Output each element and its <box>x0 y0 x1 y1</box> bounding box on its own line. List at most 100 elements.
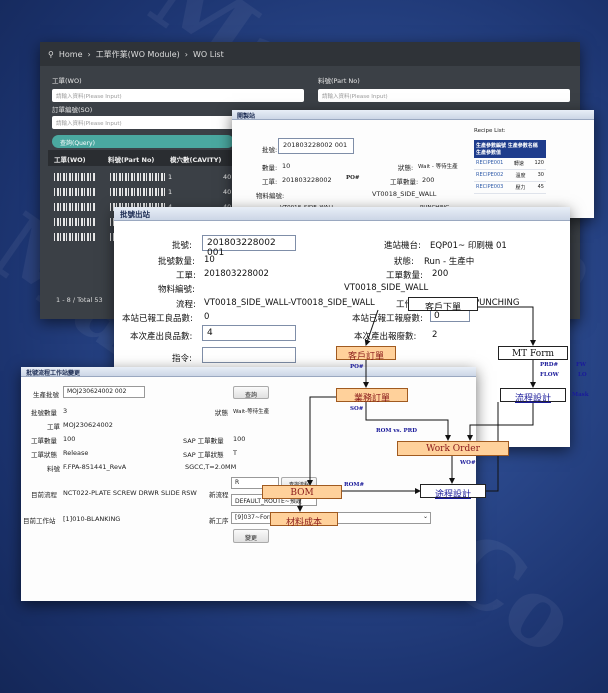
qty-value: 10 <box>282 162 291 170</box>
op-value: PUNCHING <box>474 298 520 308</box>
part-label: 料號 <box>47 465 60 473</box>
breadcrumb-module[interactable]: 工單作業(WO Module) <box>95 49 180 59</box>
wo-cell-barcode <box>54 203 96 211</box>
new-op-label: 新工序 <box>209 517 229 525</box>
instr-input[interactable] <box>202 347 296 363</box>
edge-label-prd: PRD# <box>540 362 559 368</box>
ng-now-value: 2 <box>432 330 438 340</box>
station-label: 進站機台: <box>384 241 421 251</box>
edge-label-rom-prd: ROM vs. PRD <box>376 428 417 434</box>
wo-label: 工單: <box>262 178 278 186</box>
edge-label-mask: Mask <box>572 392 589 398</box>
cavity-cell: 1 <box>168 173 173 181</box>
flow-change-window: 批號流程工作站變更 生產批號 MOJ230624002 002 查詢 批號數量 … <box>21 367 476 601</box>
status-value: Wait - 等待生產 <box>418 164 458 170</box>
sap-status-label: SAP 工單狀態 <box>183 451 224 459</box>
change-button[interactable]: 變更 <box>233 529 269 543</box>
lot-label: 生產批號 <box>33 391 59 399</box>
part-cell-barcode <box>110 188 166 196</box>
wo-label: 工單(WO) <box>52 77 82 85</box>
edge-label-po: PO# <box>350 364 364 370</box>
part-label: 物料編號: <box>158 285 195 295</box>
edge-label-lo: LO <box>578 372 587 378</box>
edge-label-so: SO# <box>350 406 364 412</box>
wo-cell-barcode <box>54 218 96 226</box>
wo-qty-value: 200 <box>422 176 435 184</box>
lot-input[interactable]: MOJ230624002 002 <box>63 386 145 398</box>
wo-input[interactable]: 請輸入資料(Please Input) <box>52 89 304 102</box>
part-label: 物料編號: <box>256 192 285 200</box>
wo-qty-value: 200 <box>432 269 449 279</box>
wo-label: 工單 <box>47 423 60 431</box>
qty-label: 數量: <box>262 164 278 172</box>
batch-input[interactable]: 201803228002 001 <box>278 138 354 154</box>
status-label: 狀態: <box>398 164 414 172</box>
wo-cell-barcode <box>54 173 96 181</box>
query-button[interactable]: 查詢 <box>233 386 269 399</box>
cavity-cell: 1 <box>168 188 173 196</box>
lot-qty-label: 批號數量 <box>31 409 57 417</box>
cur-route-value: NCT022-PLATE SCREW DRWR SLIDE RSW <box>63 489 197 497</box>
col4-cell: 40 <box>223 173 232 181</box>
flow-node-bom: BOM <box>262 485 342 499</box>
flow-node-work-order: Work Order <box>397 441 509 456</box>
sap-qty-label: SAP 工單數量 <box>183 437 224 445</box>
wo-value: MOJ230624002 <box>63 421 113 429</box>
window-title: 批號流程工作站變更 <box>21 367 476 377</box>
wo-qty-label: 工單數量: <box>390 178 419 186</box>
flow-node-route-design: 途程設計 <box>420 484 486 500</box>
sgcc-value: SGCC,T=2.0MM <box>185 463 237 471</box>
cur-route-label: 目前流程 <box>31 491 57 499</box>
status-value: Wait-等待生產 <box>233 409 270 415</box>
part-value: VT0018_SIDE_WALL <box>344 283 429 293</box>
status-label: 狀態 <box>215 409 228 417</box>
recipe-table-header: 生產參數編號 生產參數名稱 生產參數值 <box>474 140 546 158</box>
flow-node-material-cost: 材料成本 <box>270 512 338 528</box>
qty-value: 10 <box>204 255 215 265</box>
breadcrumb-home[interactable]: Home <box>58 49 83 59</box>
flow-node-mt-form: MT Form <box>498 346 568 360</box>
station-value: EQP01~ 印刷機 01 <box>430 241 507 251</box>
ng-now-label: 本次產出報廢數: <box>354 332 417 342</box>
flow-node-sales-order: 業務訂單 <box>336 388 408 404</box>
part-cell-barcode <box>110 173 166 181</box>
edge-label-flow: FLOW <box>540 372 559 378</box>
cur-op-value: [1]010-BLANKING <box>63 515 121 523</box>
flow-node-process-design: 流程設計 <box>500 388 566 404</box>
window-title: 開製站 <box>232 110 594 120</box>
pin-icon: ⚲ <box>48 49 54 59</box>
wo-qty-label: 工單數量 <box>31 437 57 445</box>
chevron-down-icon[interactable]: ⌄ <box>423 513 429 520</box>
col-wo[interactable]: 工單(WO) <box>54 156 86 164</box>
window-title: 批號出站 <box>114 207 570 221</box>
wo-qty-value: 100 <box>63 435 76 443</box>
lot-qty-value: 3 <box>63 407 68 415</box>
good-reported-value: 0 <box>204 312 210 322</box>
chevron-right-icon: › <box>87 49 91 59</box>
status-value: Run - 生產中 <box>424 257 475 267</box>
instr-label: 指令: <box>172 354 192 364</box>
part-value: F.FPA-851441_RevA <box>63 463 127 471</box>
query-button[interactable]: 查詢(Query) <box>52 135 234 148</box>
edge-label-rom: ROM# <box>344 482 365 488</box>
sap-status-value: T <box>233 449 237 457</box>
wo-qty-label: 工單數量: <box>386 271 423 281</box>
good-now-input[interactable]: 4 <box>202 325 296 341</box>
col-part[interactable]: 料號(Part No) <box>108 156 155 164</box>
flow-node-customer-order: 客戶下單 <box>408 297 478 313</box>
ng-reported-label: 本站已報工報廢數: <box>352 314 423 324</box>
so-input[interactable]: 請輸入資料(Please Input) <box>52 116 234 129</box>
status-label: 狀態: <box>394 257 414 267</box>
part-input[interactable]: 請輸入資料(Please Input) <box>318 89 570 102</box>
edge-label-po-top: PO# <box>346 175 360 181</box>
col-cavity[interactable]: 模穴數(CAVITY) <box>170 156 222 164</box>
breadcrumb-page: WO List <box>192 49 224 59</box>
wo-status-label: 工單狀態 <box>31 451 57 459</box>
route-label: 流程: <box>176 300 196 310</box>
batch-input[interactable]: 201803228002 001 <box>202 235 296 258</box>
new-route-label: 新流程 <box>209 491 229 499</box>
